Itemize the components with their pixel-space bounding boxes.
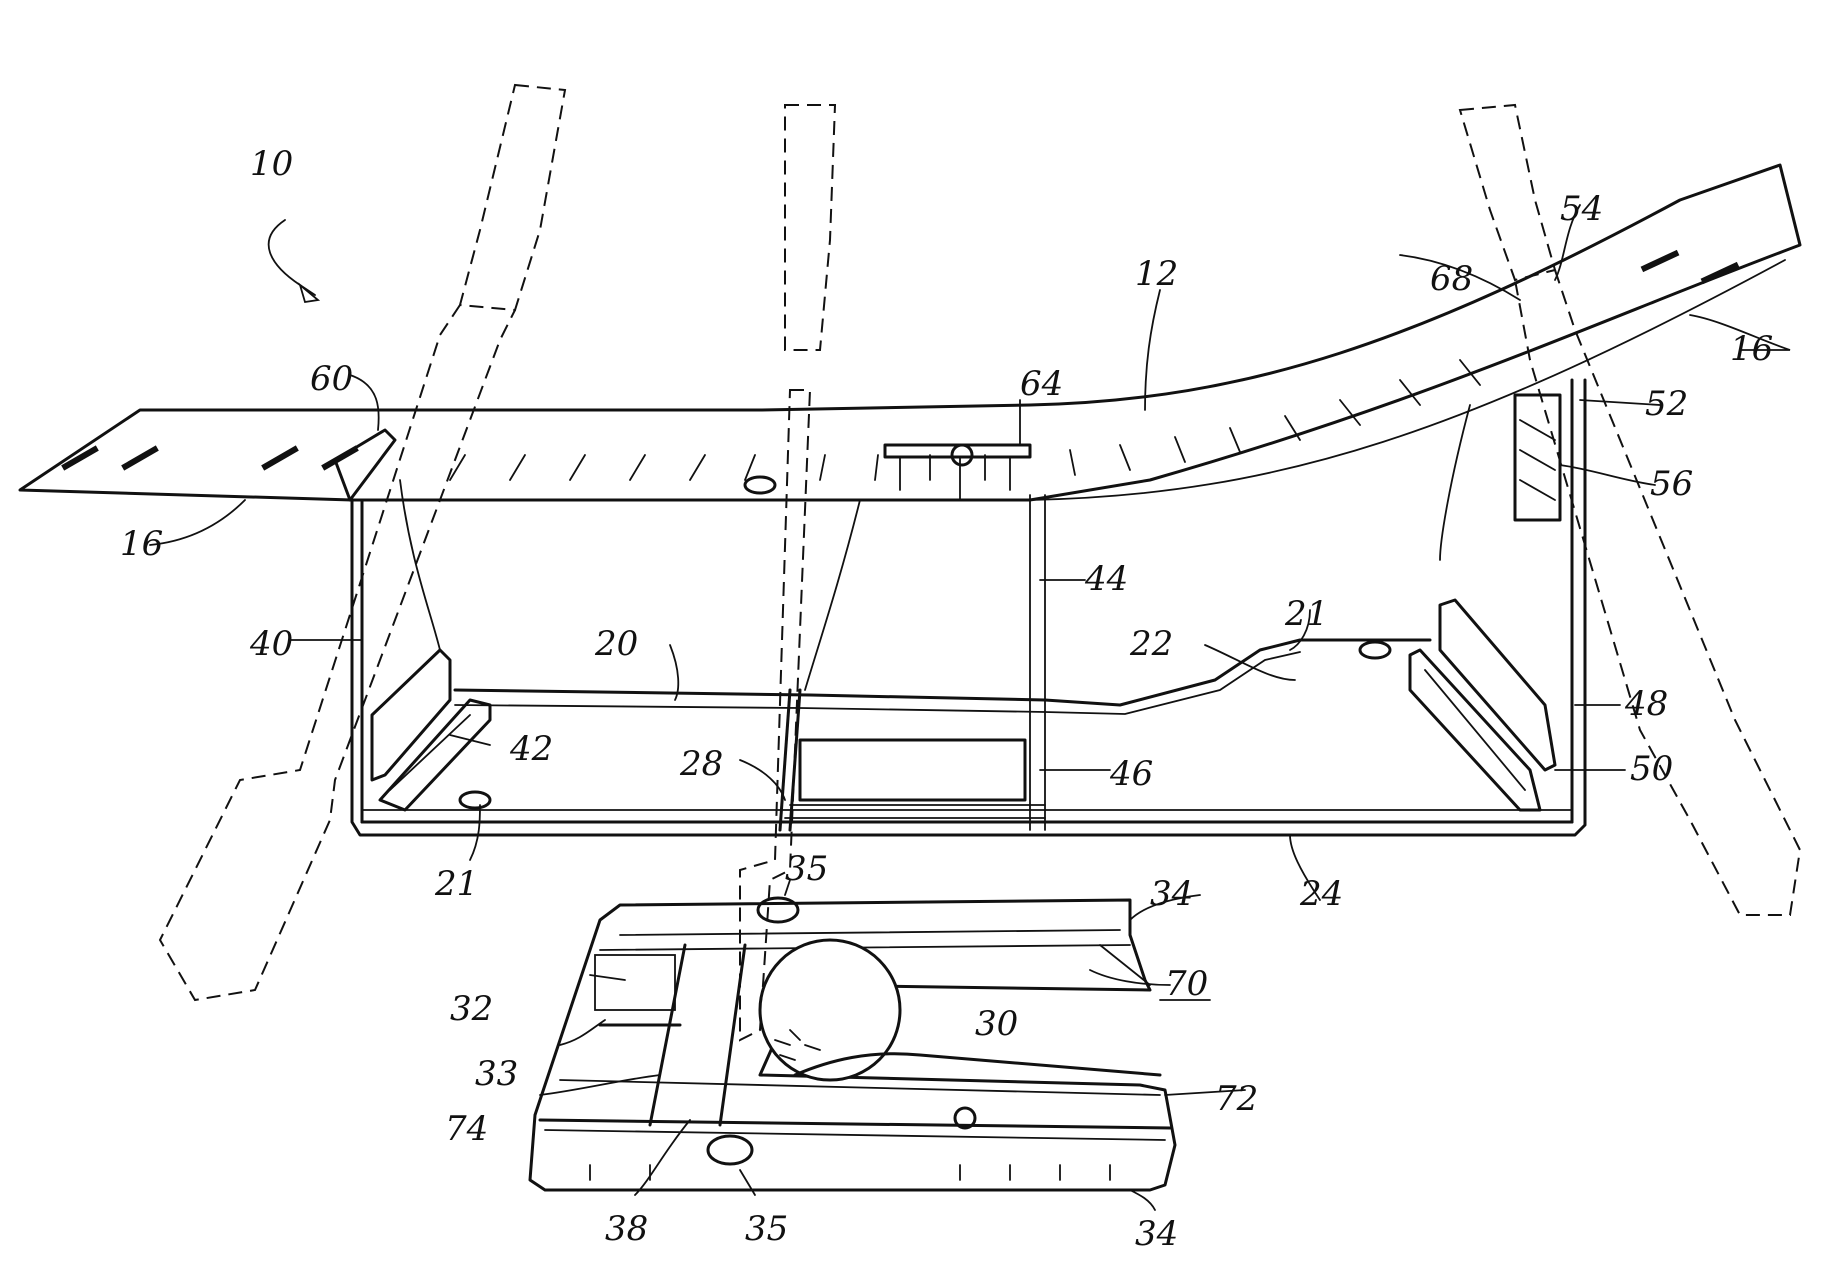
label-38: 38 (605, 1209, 648, 1249)
label-74: 74 (445, 1109, 488, 1149)
label-54: 54 (1560, 189, 1603, 229)
label-33: 33 (475, 1054, 518, 1094)
label-22: 22 (1129, 624, 1173, 664)
measuring-tape (20, 165, 1800, 500)
label-21-left: 21 (434, 864, 478, 904)
label-68: 68 (1430, 259, 1473, 299)
label-64: 64 (1020, 364, 1063, 404)
label-35-bottom: 35 (745, 1209, 788, 1249)
label-44: 44 (1084, 559, 1128, 599)
base-plate (530, 898, 1175, 1190)
label-46: 46 (1109, 754, 1153, 794)
label-34-bottom: 34 (1135, 1214, 1178, 1254)
label-34-top: 34 (1150, 874, 1193, 914)
label-10: 10 (250, 144, 293, 184)
label-28: 28 (679, 744, 723, 784)
label-48: 48 (1624, 684, 1668, 724)
label-60: 60 (310, 359, 353, 399)
label-16-left: 16 (120, 524, 163, 564)
label-21-right: 21 (1284, 594, 1328, 634)
label-35-top: 35 (785, 849, 828, 889)
label-20: 20 (594, 624, 638, 664)
label-42: 42 (509, 729, 553, 769)
label-56: 56 (1650, 464, 1693, 504)
label-72: 72 (1215, 1079, 1258, 1119)
label-40: 40 (249, 624, 293, 664)
label-12: 12 (1135, 254, 1178, 294)
label-30: 30 (975, 1004, 1018, 1044)
label-16-right: 16 (1730, 329, 1773, 369)
label-32: 32 (450, 989, 493, 1029)
label-24: 24 (1299, 874, 1343, 914)
label-70: 70 (1165, 964, 1208, 1004)
label-50: 50 (1630, 749, 1673, 789)
label-52: 52 (1645, 384, 1688, 424)
